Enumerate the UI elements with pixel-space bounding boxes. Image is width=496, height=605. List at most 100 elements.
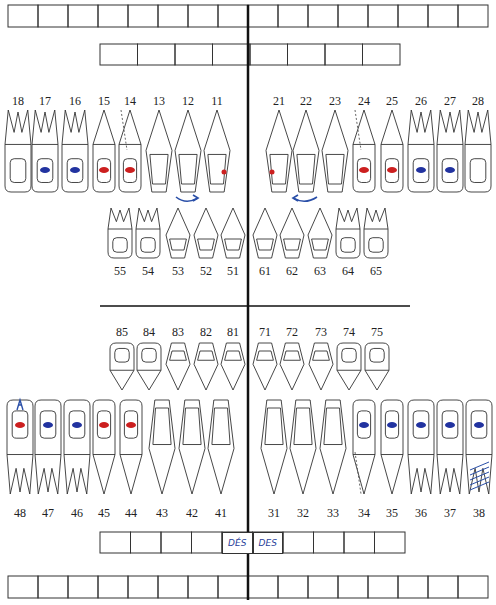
tooth-number: 27 xyxy=(444,94,456,108)
chart-box xyxy=(325,44,363,65)
tooth-outline xyxy=(93,400,115,494)
tooth-outline xyxy=(62,110,88,192)
chart-box xyxy=(100,532,131,553)
tooth-number: 46 xyxy=(71,506,83,520)
tooth-number: 64 xyxy=(342,264,354,278)
tooth-number: 51 xyxy=(227,264,239,278)
filling-mark xyxy=(99,167,109,173)
tooth-outline xyxy=(320,400,346,494)
tooth-outline xyxy=(253,208,277,258)
tooth-crown xyxy=(225,351,242,360)
tooth-number: 83 xyxy=(172,325,184,339)
tooth-number: 16 xyxy=(69,94,81,108)
occlusal-surface xyxy=(357,411,370,438)
chart-box xyxy=(288,44,326,65)
tooth-outline xyxy=(32,110,58,192)
hatch-mark xyxy=(470,472,489,480)
tooth-outline xyxy=(175,110,201,192)
tooth-crown xyxy=(284,351,301,360)
arch-divider xyxy=(100,305,410,307)
chart-box xyxy=(158,576,188,598)
chart-box xyxy=(398,576,428,598)
chart-box: DÉS xyxy=(222,532,253,554)
tooth-outline xyxy=(166,343,190,390)
tooth-outline xyxy=(437,400,463,494)
tooth-number: 41 xyxy=(215,506,227,520)
tooth-number: 25 xyxy=(386,94,398,108)
occlusal-surface xyxy=(97,159,110,183)
chart-box xyxy=(363,44,401,65)
tooth-outline xyxy=(136,208,160,258)
tooth-outline xyxy=(309,343,333,390)
tooth-outline xyxy=(290,400,316,494)
tooth-outline xyxy=(322,110,348,192)
chart-box xyxy=(138,44,176,65)
tooth-outline xyxy=(5,110,31,192)
tooth-outline xyxy=(194,343,218,390)
treatment-marks xyxy=(15,167,489,490)
tooth-outline xyxy=(308,208,332,258)
tooth-outline xyxy=(119,110,141,192)
chart-box xyxy=(250,44,288,65)
tooth-outline xyxy=(253,208,277,258)
chart-box xyxy=(68,5,98,27)
tooth-outline xyxy=(208,400,234,494)
tooth-outline xyxy=(149,400,175,494)
tooth-outline xyxy=(93,110,115,192)
tooth-crown xyxy=(170,351,187,360)
tooth-number: 85 xyxy=(116,325,128,339)
tooth-crown xyxy=(153,408,171,445)
tooth-outline xyxy=(221,208,245,258)
tooth-outline xyxy=(308,208,332,258)
filling-mark xyxy=(387,167,397,173)
occlusal-surface xyxy=(69,411,85,438)
tooth-outline xyxy=(437,110,463,192)
tooth-outline xyxy=(62,110,88,192)
occlusal-surface xyxy=(385,159,398,183)
chart-box xyxy=(218,5,248,27)
tooth-number: 42 xyxy=(186,506,198,520)
tooth-outline xyxy=(108,208,132,258)
tooth-number: 75 xyxy=(371,325,383,339)
tooth-crown xyxy=(313,351,330,360)
tooth-outline xyxy=(337,343,361,390)
filling-mark xyxy=(126,422,136,428)
occlusal-surface xyxy=(341,238,355,253)
tooth-number: 82 xyxy=(200,325,212,339)
chart-box xyxy=(428,576,458,598)
tooth-number: 32 xyxy=(297,506,309,520)
tooth-outline xyxy=(166,208,190,258)
tooth-crown xyxy=(270,154,288,184)
tooth-number: 22 xyxy=(300,94,312,108)
tooth-outline xyxy=(337,343,361,390)
tooth-outline xyxy=(166,208,190,258)
chart-box xyxy=(368,5,398,27)
tooth-number: 84 xyxy=(143,325,155,339)
tooth-number: 14 xyxy=(124,94,136,108)
tooth-number: 48 xyxy=(14,506,26,520)
chart-box xyxy=(100,44,138,65)
hatch-mark xyxy=(470,462,489,470)
tooth-outline xyxy=(408,400,434,494)
tooth-outline xyxy=(466,400,492,494)
tooth-number: 43 xyxy=(156,506,168,520)
tooth-crown xyxy=(257,351,274,360)
tooth-outline xyxy=(221,343,245,390)
filling-mark xyxy=(222,170,227,175)
tooth-outline xyxy=(293,110,319,192)
dashed-line xyxy=(355,110,361,150)
occlusal-surface xyxy=(471,411,487,438)
chart-box xyxy=(128,576,158,598)
tooth-outline xyxy=(381,400,403,494)
tooth-outline xyxy=(261,400,287,494)
chart-box xyxy=(338,576,368,598)
tooth-outline xyxy=(221,208,245,258)
tooth-outline xyxy=(336,208,360,258)
tooth-crown xyxy=(312,239,329,250)
tooth-outline xyxy=(32,110,58,192)
tooth-number: 38 xyxy=(473,506,485,520)
tooth-outline xyxy=(253,343,277,390)
tooth-outline xyxy=(194,208,218,258)
tooth-outline xyxy=(179,400,205,494)
tooth-number: 24 xyxy=(358,94,370,108)
